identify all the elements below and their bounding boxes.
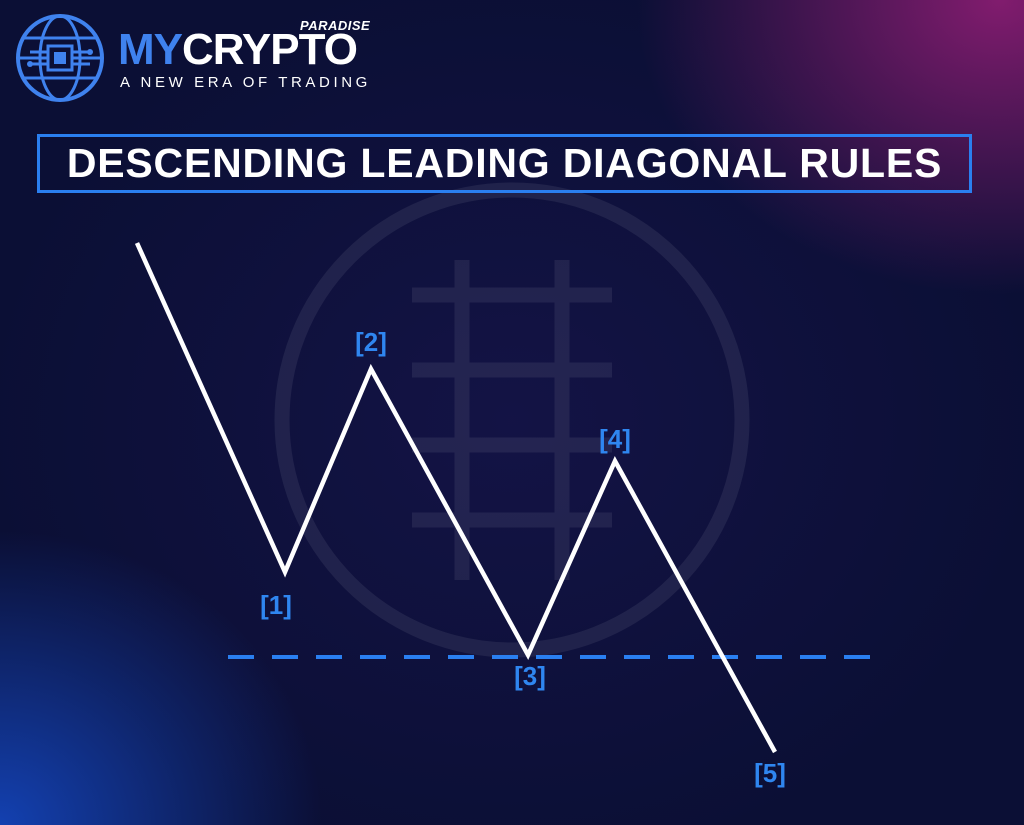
brand-suffix: PARADISE (300, 18, 371, 33)
page-title: DESCENDING LEADING DIAGONAL RULES (66, 140, 943, 186)
brand-name-part1: MY (118, 25, 183, 74)
wave-label-5: [5] (754, 758, 786, 788)
brand-name: MYCRYPTO (118, 25, 358, 74)
brand-logo[interactable]: PARADISE MYCRYPTO A NEW ERA OF TRADING (14, 12, 374, 107)
wave-label-4: [4] (599, 424, 631, 454)
title-box: DESCENDING LEADING DIAGONAL RULES (37, 134, 972, 193)
wave-label-1: [1] (260, 590, 292, 620)
wave-label-3: [3] (514, 661, 546, 691)
wave-label-2: [2] (355, 327, 387, 357)
brand-tagline: A NEW ERA OF TRADING (120, 74, 371, 91)
wave-line (134, 242, 777, 754)
globe-circuit-icon (16, 14, 104, 102)
brand-name-part2: CRYPTO (182, 25, 358, 74)
